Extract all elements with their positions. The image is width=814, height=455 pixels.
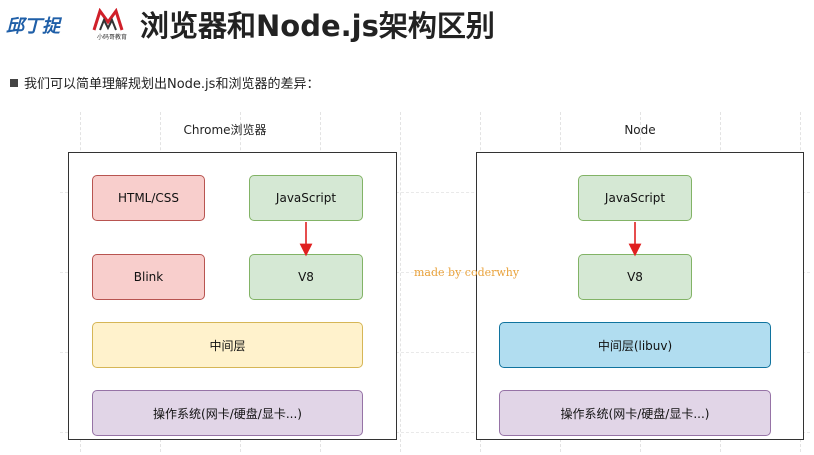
chrome-blink-box: Blink xyxy=(92,254,205,300)
node-javascript-box: JavaScript xyxy=(578,175,692,221)
box-label: JavaScript xyxy=(275,191,337,205)
box-label: JavaScript xyxy=(604,191,666,205)
box-label: HTML/CSS xyxy=(117,191,180,205)
box-label: Blink xyxy=(133,270,164,284)
node-os-box: 操作系统(网卡/硬盘/显卡...) xyxy=(499,390,771,436)
chrome-panel-title: Chrome浏览器 xyxy=(183,123,267,137)
chrome-v8-box: V8 xyxy=(249,254,363,300)
chrome-javascript-box: JavaScript xyxy=(249,175,363,221)
brand-logo: 邱丁捉 xyxy=(6,16,60,37)
watermark: made by coderwhy xyxy=(414,266,520,279)
box-label: 操作系统(网卡/硬盘/显卡...) xyxy=(560,406,710,421)
brand-logo-mark: 小码哥教育 xyxy=(86,8,138,42)
bullet-label: 我们可以简单理解规划出Node.js和浏览器的差异： xyxy=(24,77,320,92)
chrome-html-css-box: HTML/CSS xyxy=(92,175,205,221)
box-label: V8 xyxy=(298,270,314,284)
box-label: 操作系统(网卡/硬盘/显卡...) xyxy=(153,406,302,421)
logo-caption: 小码哥教育 xyxy=(96,34,127,41)
bullet-text: 我们可以简单理解规划出Node.js和浏览器的差异： xyxy=(10,76,319,94)
box-label: V8 xyxy=(627,270,643,284)
m-logo-icon xyxy=(92,8,124,31)
chrome-middle-layer-box: 中间层 xyxy=(92,322,363,368)
node-middle-layer-box: 中间层(libuv) xyxy=(499,322,771,368)
bullet-square-icon xyxy=(10,79,18,87)
node-v8-box: V8 xyxy=(578,254,692,300)
page-title: 浏览器和Node.js架构区别 xyxy=(140,9,495,43)
box-label: 中间层(libuv) xyxy=(597,338,673,353)
chrome-os-box: 操作系统(网卡/硬盘/显卡...) xyxy=(92,390,363,436)
box-label: 中间层 xyxy=(209,338,246,353)
node-panel-title: Node xyxy=(624,123,656,137)
